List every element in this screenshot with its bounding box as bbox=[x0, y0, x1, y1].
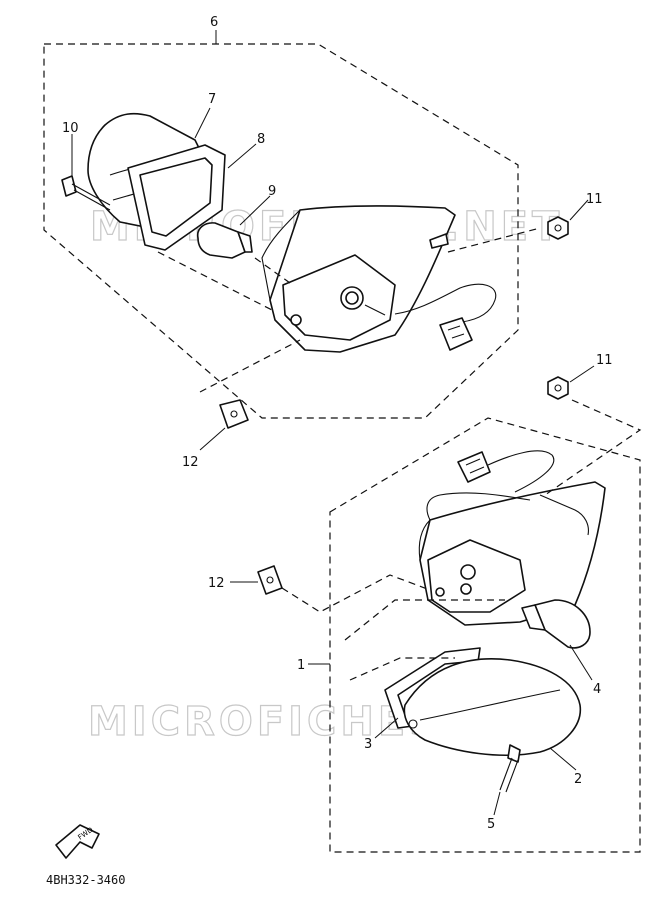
callout-9: 9 bbox=[268, 184, 276, 199]
callout-12-lower: 12 bbox=[208, 576, 225, 591]
upper-housing bbox=[261, 205, 497, 353]
upper-screw-part-10 bbox=[61, 175, 111, 211]
upper-connector bbox=[439, 317, 473, 351]
callout-5: 5 bbox=[487, 817, 495, 832]
lower-nut-part-11 bbox=[547, 376, 569, 400]
lower-lens-part-2 bbox=[403, 658, 582, 757]
lower-connector bbox=[457, 450, 555, 493]
front-direction-arrow: FWD bbox=[55, 824, 100, 859]
upper-bulb-part-9 bbox=[196, 222, 253, 259]
callout-6: 6 bbox=[210, 15, 218, 30]
callout-11-lower: 11 bbox=[596, 353, 613, 368]
lower-clip-part-12 bbox=[257, 565, 283, 595]
upper-leader-lines bbox=[71, 30, 589, 451]
upper-clip-part-12 bbox=[219, 399, 249, 429]
callout-7: 7 bbox=[208, 92, 216, 107]
diagram-code: 4BH332-3460 bbox=[46, 873, 125, 887]
upper-gasket-part-8 bbox=[127, 144, 226, 251]
callout-2: 2 bbox=[574, 772, 582, 787]
upper-nut-part-11 bbox=[547, 216, 569, 240]
callout-11-upper: 11 bbox=[586, 192, 603, 207]
callout-4: 4 bbox=[593, 682, 601, 697]
callout-10: 10 bbox=[62, 121, 79, 136]
callout-12-upper: 12 bbox=[182, 455, 199, 470]
lower-bulb-part-4 bbox=[521, 599, 591, 649]
callout-3: 3 bbox=[364, 737, 372, 752]
callout-8: 8 bbox=[257, 132, 265, 147]
lower-housing bbox=[418, 481, 606, 626]
lower-screw-part-5 bbox=[499, 744, 521, 793]
lower-leader-lines bbox=[230, 365, 642, 816]
callout-1: 1 bbox=[297, 658, 305, 673]
upper-assembly-boundary bbox=[43, 43, 519, 419]
